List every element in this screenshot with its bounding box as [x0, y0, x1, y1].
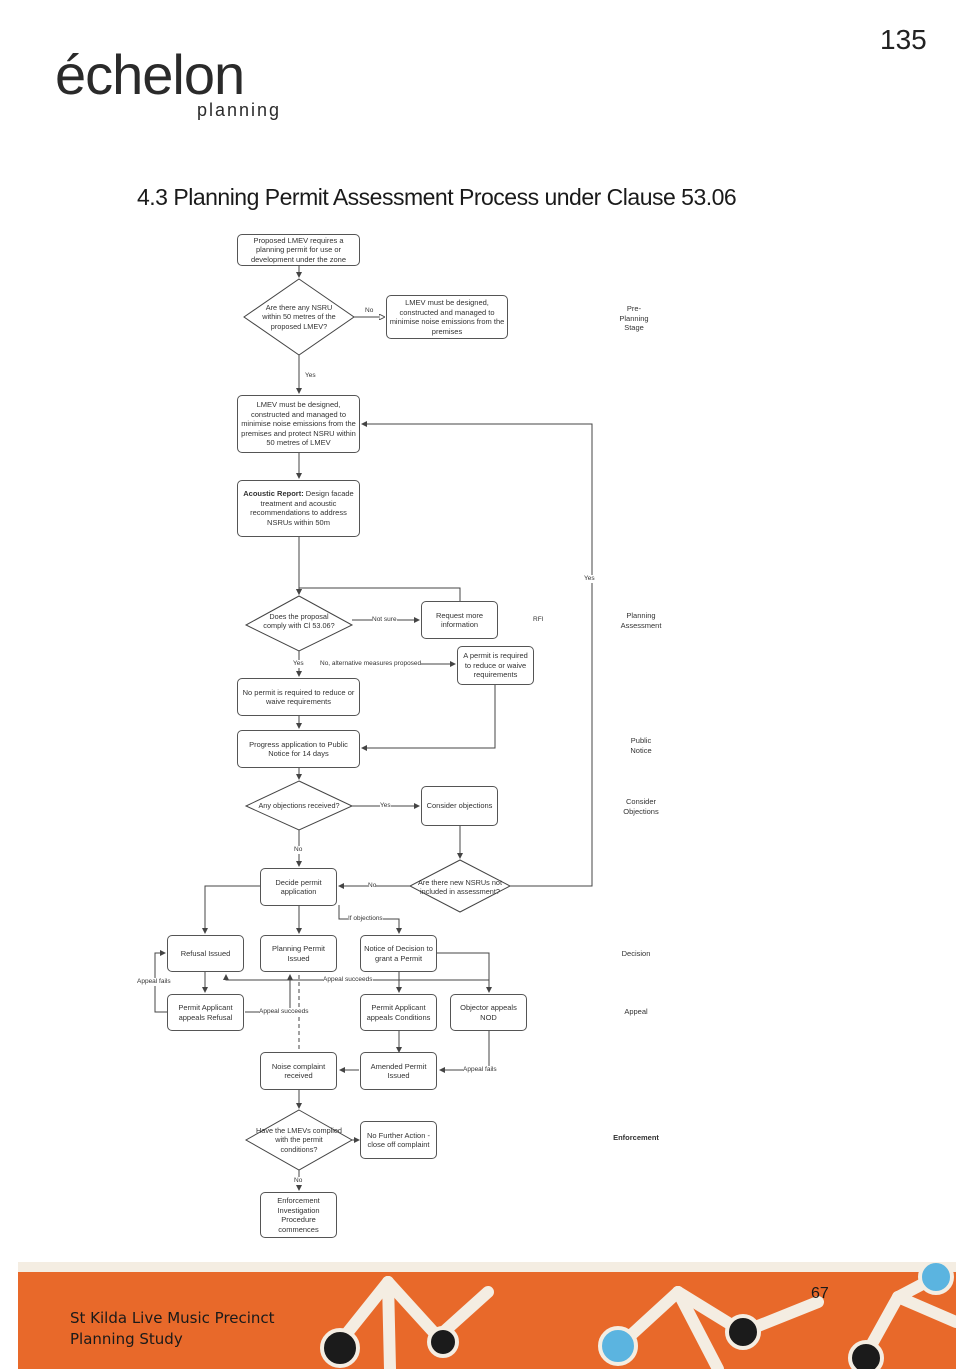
node-request-more-info: Request more information [421, 601, 498, 639]
node-proposed-lmev: Proposed LMEV requires a planning permit… [237, 234, 360, 266]
node-objector-appeals-nod: Objector appeals NOD [450, 994, 527, 1031]
footer-dot-blue [598, 1326, 638, 1366]
decision-new-nsrus: Are there new NSRUs not included in asse… [418, 877, 502, 897]
node-amended-permit: Amended Permit Issued [360, 1052, 437, 1090]
footer-title: St Kilda Live Music Precinct Planning St… [70, 1308, 275, 1350]
edge-label-yes-loop: Yes [584, 575, 595, 583]
acoustic-report-text: Design facade treatment and acoustic rec… [250, 489, 354, 527]
footer-dot-dark [427, 1326, 459, 1358]
footer-banner: St Kilda Live Music Precinct Planning St… [18, 1262, 956, 1369]
stage-pre-planning: Pre- Planning Stage [619, 304, 649, 332]
node-public-notice: Progress application to Public Notice fo… [237, 730, 360, 768]
logo-wordmark: échelon [55, 43, 245, 106]
edge-label-appeal-succeeds-mid: Appeal succeeds [259, 1008, 309, 1016]
node-enforcement-investigation: Enforcement Investigation Procedure comm… [260, 1192, 337, 1238]
edge-label-yes-comply: Yes [293, 660, 304, 668]
node-refusal-issued: Refusal Issued [167, 935, 244, 972]
footer-line-1: St Kilda Live Music Precinct [70, 1309, 275, 1327]
decision-objections-received: Any objections received? [258, 801, 340, 811]
edge-label-no-objections: No [294, 846, 303, 854]
edge-label-rfi: RFI [533, 616, 544, 624]
footer-page-number: 67 [811, 1285, 829, 1302]
node-lmev-protect-nsru: LMEV must be designed, constructed and m… [237, 395, 360, 453]
stage-decision: Decision [621, 949, 651, 958]
logo-subtext: planning [197, 100, 282, 120]
stage-appeal: Appeal [624, 1007, 648, 1016]
decision-nsru-within-50m: Are there any NSRU within 50 metres of t… [262, 302, 336, 331]
edge-label-not-sure: Not sure [372, 616, 397, 624]
node-no-further-action: No Further Action - close off complaint [360, 1121, 437, 1159]
echelon-logo: échelon planning [55, 45, 315, 125]
edge-label-no-new-nsru: No [368, 882, 377, 890]
edge-label-appeal-succeeds-top: Appeal succeeds [323, 976, 373, 984]
footer-dot-dark [725, 1314, 761, 1350]
footer-dot-dark [320, 1328, 360, 1368]
node-noise-complaint: Noise complaint received [260, 1052, 337, 1090]
node-acoustic-report: Acoustic Report: Design facade treatment… [237, 480, 360, 537]
edge-label-no: No [365, 307, 374, 315]
edge-label-yes: Yes [305, 372, 316, 380]
node-applicant-appeals-conditions: Permit Applicant appeals Conditions [360, 994, 437, 1031]
node-applicant-appeals-refusal: Permit Applicant appeals Refusal [167, 994, 244, 1031]
footer-line-2: Planning Study [70, 1330, 183, 1348]
edge-label-appeal-fails-right: Appeal fails [463, 1066, 497, 1074]
edge-label-no-complied: No [294, 1177, 303, 1185]
node-permit-required-reduce: A permit is required to reduce or waive … [457, 646, 534, 685]
edge-label-if-objections: If objections [348, 915, 383, 923]
stage-public-notice: Public Notice [630, 736, 652, 755]
node-lmev-minimise-noise: LMEV must be designed, constructed and m… [386, 295, 508, 339]
footer-dot-blue [918, 1262, 954, 1295]
decision-complied-conditions: Have the LMEVs complied with the permit … [256, 1125, 342, 1154]
node-consider-objections: Consider objections [421, 786, 498, 826]
stage-enforcement: Enforcement [613, 1133, 659, 1142]
page-number: 135 [880, 24, 927, 55]
node-decide-permit: Decide permit application [260, 868, 337, 906]
edge-label-no-alternative: No, alternative measures proposed [320, 660, 422, 668]
section-heading: 4.3 Planning Permit Assessment Process u… [137, 184, 737, 210]
node-planning-permit-issued: Planning Permit Issued [260, 935, 337, 972]
edge-label-appeal-fails-left: Appeal fails [137, 978, 171, 986]
decision-comply-cl5306: Does the proposal comply with Cl 53.06? [263, 611, 335, 631]
acoustic-report-label: Acoustic Report: [243, 489, 304, 498]
edge-label-yes-objections: Yes [380, 802, 391, 810]
stage-planning-assessment: Planning Assessment [620, 611, 662, 630]
diamond-new-nsru [408, 859, 512, 913]
node-no-permit-required: No permit is required to reduce or waive… [237, 678, 360, 716]
stage-consider-objections: Consider Objections [623, 797, 659, 816]
footer-dot-dark [848, 1340, 884, 1369]
footer-pattern [18, 1262, 956, 1369]
node-notice-of-decision: Notice of Decision to grant a Permit [360, 935, 437, 972]
